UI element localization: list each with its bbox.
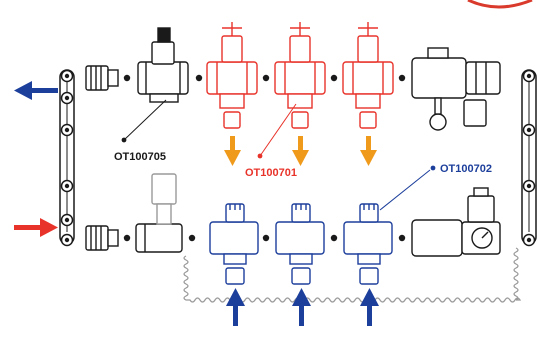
arrow-down-icon [224, 136, 377, 166]
blue-valve-3 [343, 203, 393, 285]
top-inlet-fitting [85, 65, 119, 91]
top-right-pump-valve [411, 47, 501, 131]
leader-line-blue [379, 169, 431, 211]
arrow-left-icon [14, 81, 58, 100]
bottom-black-valve [135, 173, 183, 253]
red-valve-2 [274, 22, 326, 129]
label-black-part: OT100705 [114, 151, 166, 163]
bottom-inlet-fitting [85, 225, 119, 251]
leader-line-black [123, 99, 167, 141]
bottom-right-gauge-valve [411, 187, 501, 257]
leader-line-red [259, 103, 297, 157]
left-end-connector [59, 69, 75, 247]
label-red-part: OT100701 [245, 167, 297, 179]
arrow-up-icon [226, 288, 379, 326]
gray-coil-tubing [183, 247, 522, 303]
red-valve-1 [206, 22, 258, 129]
red-valve-3 [342, 22, 394, 129]
label-blue-part: OT100702 [440, 163, 492, 175]
right-end-connector [521, 69, 537, 247]
corner-arc-decoration [467, 0, 533, 9]
joint-dot [123, 74, 131, 82]
blue-valve-2 [275, 203, 325, 285]
arrow-right-icon [14, 218, 58, 237]
top-black-valve [137, 27, 189, 103]
blue-valve-1 [209, 203, 259, 285]
